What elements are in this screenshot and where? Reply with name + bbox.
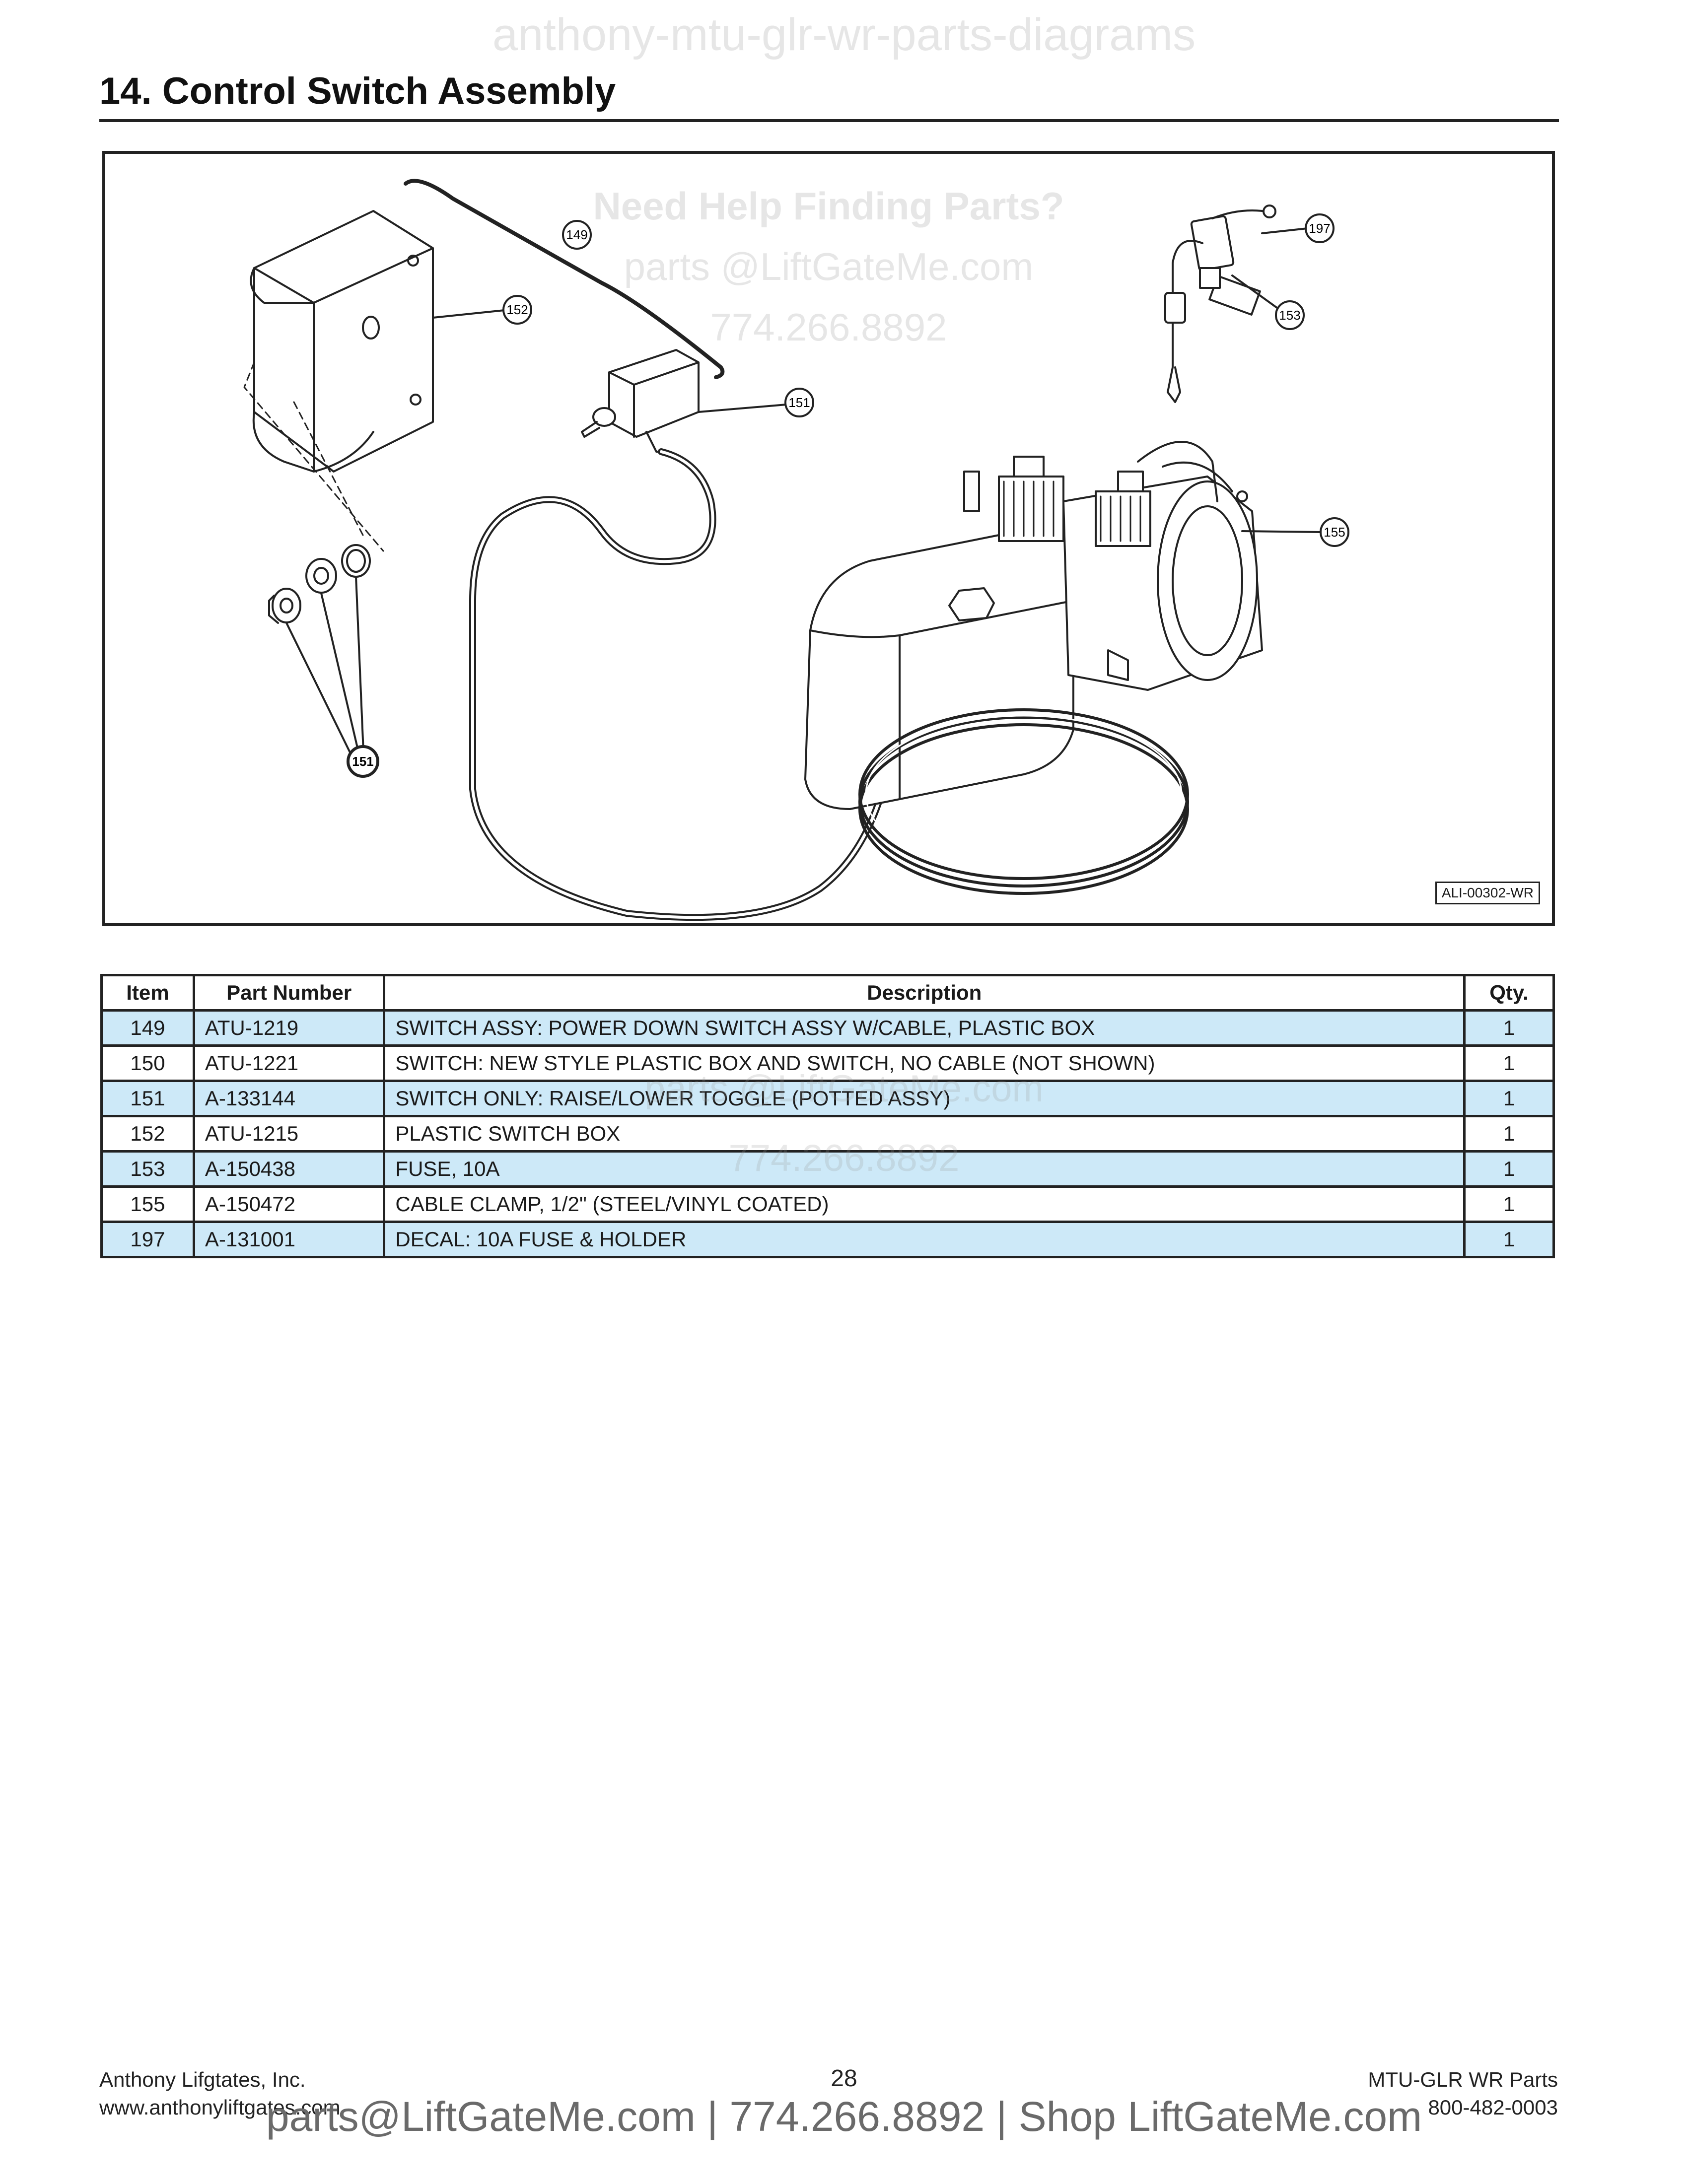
cell-part-number: ATU-1219	[192, 1009, 386, 1047]
callout-151-lower: 151	[347, 745, 379, 778]
cell-item: 153	[100, 1150, 195, 1188]
table-row: 152 ATU-1215 PLASTIC SWITCH BOX 1	[100, 1115, 1555, 1153]
cell-part-number: ATU-1215	[192, 1115, 386, 1153]
cell-qty: 1	[1463, 1115, 1555, 1153]
fuse-holder-drawing	[1164, 205, 1276, 403]
cell-item: 151	[100, 1080, 195, 1117]
footer-right: MTU-GLR WR Parts 800-482-0003	[1368, 2066, 1558, 2121]
help-watermark-phone: 774.266.8892	[710, 305, 947, 349]
cell-part-number: A-150438	[192, 1150, 386, 1188]
footer-ad-banner[interactable]: parts@LiftGateMe.com | 774.266.8892 | Sh…	[266, 2093, 1422, 2140]
cell-item: 150	[100, 1044, 195, 1082]
drawing-id-label: ALI-00302-WR	[1435, 882, 1540, 904]
table-watermark-email: parts @LiftGateMe.com	[644, 1068, 1044, 1110]
cell-item: 155	[100, 1185, 195, 1223]
callout-197-label: 197	[1309, 221, 1330, 236]
parts-diagram: Need Help Finding Parts? parts @LiftGate…	[102, 151, 1555, 926]
header-part-number: Part Number	[192, 974, 386, 1012]
page-title: 14. Control Switch Assembly	[99, 70, 616, 112]
callout-152: 152	[502, 295, 532, 325]
cell-description: SWITCH: NEW STYLE PLASTIC BOX AND SWITCH…	[383, 1044, 1466, 1082]
table-watermark-phone: 774.266.8892	[728, 1137, 960, 1179]
cell-description: SWITCH ONLY: RAISE/LOWER TOGGLE (POTTED …	[383, 1080, 1466, 1117]
coiled-cable-drawing	[858, 708, 1189, 895]
cell-description: PLASTIC SWITCH BOX	[383, 1115, 1466, 1153]
footer-company: Anthony Lifgtates, Inc.	[99, 2068, 306, 2091]
table-row: 150 ATU-1221 SWITCH: NEW STYLE PLASTIC B…	[100, 1044, 1555, 1082]
table-row: 149 ATU-1219 SWITCH ASSY: POWER DOWN SWI…	[100, 1009, 1555, 1047]
cell-item: 149	[100, 1009, 195, 1047]
cell-qty: 1	[1463, 1080, 1555, 1117]
callout-151-lower-label: 151	[352, 754, 373, 769]
callout-151-upper: 151	[784, 388, 814, 417]
power-unit-drawing	[804, 441, 1263, 810]
title-divider	[99, 119, 1559, 122]
callout-layer: 149 152 151 197 153 155	[347, 213, 1349, 778]
watermark-top: anthony-mtu-glr-wr-parts-diagrams	[492, 9, 1196, 60]
cell-part-number: A-133144	[192, 1080, 386, 1117]
table-row: 151 A-133144 SWITCH ONLY: RAISE/LOWER TO…	[100, 1080, 1555, 1117]
header-item: Item	[100, 974, 195, 1012]
footer-doc-name: MTU-GLR WR Parts	[1368, 2068, 1558, 2091]
table-header-row: Item Part Number Description Qty.	[100, 974, 1555, 1012]
header-description: Description	[383, 974, 1466, 1012]
cell-description: SWITCH ASSY: POWER DOWN SWITCH ASSY W/CA…	[383, 1009, 1466, 1047]
cell-qty: 1	[1463, 1221, 1555, 1258]
footer-website[interactable]: www.anthonyliftgates.com	[99, 2096, 341, 2119]
switch-box-drawing	[250, 210, 434, 473]
callout-155: 155	[1320, 517, 1349, 547]
cell-qty: 1	[1463, 1044, 1555, 1082]
cell-description: CABLE CLAMP, 1/2" (STEEL/VINYL COATED)	[383, 1185, 1466, 1223]
callout-155-label: 155	[1324, 525, 1345, 540]
cell-description: DECAL: 10A FUSE & HOLDER	[383, 1221, 1466, 1258]
help-watermark-title: Need Help Finding Parts?	[593, 184, 1064, 228]
callout-153: 153	[1275, 300, 1305, 330]
diagram-drawing	[243, 179, 1323, 921]
table-row: 155 A-150472 CABLE CLAMP, 1/2" (STEEL/VI…	[100, 1185, 1555, 1223]
callout-149-label: 149	[566, 227, 587, 242]
cell-item: 152	[100, 1115, 195, 1153]
cell-part-number: A-150472	[192, 1185, 386, 1223]
hardware-drawing	[268, 544, 371, 755]
cell-qty: 1	[1463, 1185, 1555, 1223]
footer-phone: 800-482-0003	[1428, 2096, 1558, 2119]
callout-153-label: 153	[1279, 308, 1300, 323]
help-watermark-email: parts @LiftGateMe.com	[624, 245, 1034, 288]
cell-qty: 1	[1463, 1150, 1555, 1188]
cell-part-number: ATU-1221	[192, 1044, 386, 1082]
header-qty: Qty.	[1463, 974, 1555, 1012]
cell-description: FUSE, 10A	[383, 1150, 1466, 1188]
table-row: 197 A-131001 DECAL: 10A FUSE & HOLDER 1	[100, 1221, 1555, 1258]
parts-table: Item Part Number Description Qty. 149 AT…	[100, 974, 1555, 1258]
table-row: 153 A-150438 FUSE, 10A 1	[100, 1150, 1555, 1188]
leader-lines	[432, 227, 1323, 533]
callout-197: 197	[1305, 213, 1335, 243]
callout-151-upper-label: 151	[788, 395, 810, 410]
cell-item: 197	[100, 1221, 195, 1258]
cell-qty: 1	[1463, 1009, 1555, 1047]
power-cable	[404, 179, 725, 379]
footer-page-number: 28	[831, 2065, 857, 2092]
callout-152-label: 152	[506, 302, 528, 317]
footer-left: Anthony Lifgtates, Inc. www.anthonyliftg…	[99, 2066, 341, 2121]
cell-part-number: A-131001	[192, 1221, 386, 1258]
callout-149: 149	[562, 220, 592, 250]
